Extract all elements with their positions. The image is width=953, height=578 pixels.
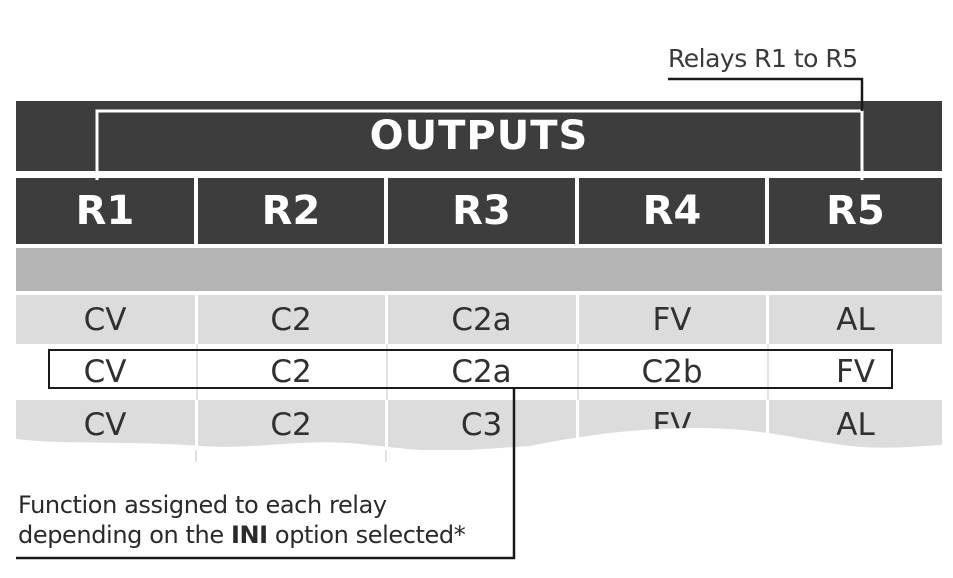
relay-header-r1: R1 xyxy=(16,178,194,244)
function-callout-line1: Function assigned to each relay xyxy=(18,491,387,519)
column-divider xyxy=(195,295,198,344)
column-divider xyxy=(767,344,769,400)
column-divider xyxy=(576,295,579,344)
table-cell: AL xyxy=(836,407,875,443)
column-divider xyxy=(577,344,579,400)
relay-header-r3: R3 xyxy=(388,178,575,244)
table-cell: FV xyxy=(652,302,692,338)
column-divider xyxy=(385,400,388,450)
column-divider xyxy=(766,295,769,344)
function-callout-suffix: option selected* xyxy=(267,521,466,549)
column-divider xyxy=(195,400,198,450)
ini-option-label: INI xyxy=(230,521,268,549)
column-divider xyxy=(196,344,198,400)
table-cell: C2 xyxy=(270,302,312,338)
row-1-background xyxy=(16,295,942,344)
torn-edge-mask xyxy=(0,428,953,578)
table-cell: C3 xyxy=(460,407,503,443)
relay-header-r5: R5 xyxy=(769,178,942,244)
table-cell: CV xyxy=(83,407,127,443)
table-cell: CV xyxy=(83,302,127,338)
function-callout-prefix: depending on the xyxy=(18,521,231,549)
column-divider xyxy=(766,400,769,450)
table-cell: C2 xyxy=(270,354,312,390)
relay-header-r2: R2 xyxy=(198,178,384,244)
relay-header-r4: R4 xyxy=(579,178,765,244)
outputs-header-bar xyxy=(16,101,942,171)
function-callout-line2: depending on the INI option selected* xyxy=(18,520,466,550)
grey-band xyxy=(16,248,942,291)
function-callout-text: Function assigned to each relay dependin… xyxy=(18,490,466,550)
column-divider xyxy=(386,344,388,400)
highlighted-row-box xyxy=(48,349,893,389)
table-cell: C2a xyxy=(451,354,512,390)
relays-connector xyxy=(668,77,864,111)
outputs-title: OUTPUTS xyxy=(369,113,589,159)
table-cell: FV xyxy=(835,354,876,390)
column-divider xyxy=(576,400,579,450)
relays-callout-label: Relays R1 to R5 xyxy=(668,44,858,73)
function-connector xyxy=(16,389,516,560)
table-cell: CV xyxy=(83,354,127,390)
table-cell: C2 xyxy=(270,407,312,443)
column-divider xyxy=(385,295,388,344)
relays-bracket xyxy=(95,109,864,180)
table-cell: AL xyxy=(836,302,875,338)
torn-row-remnant xyxy=(16,452,384,462)
table-cell: C2b xyxy=(641,354,703,390)
table-cell: C2a xyxy=(451,302,512,338)
